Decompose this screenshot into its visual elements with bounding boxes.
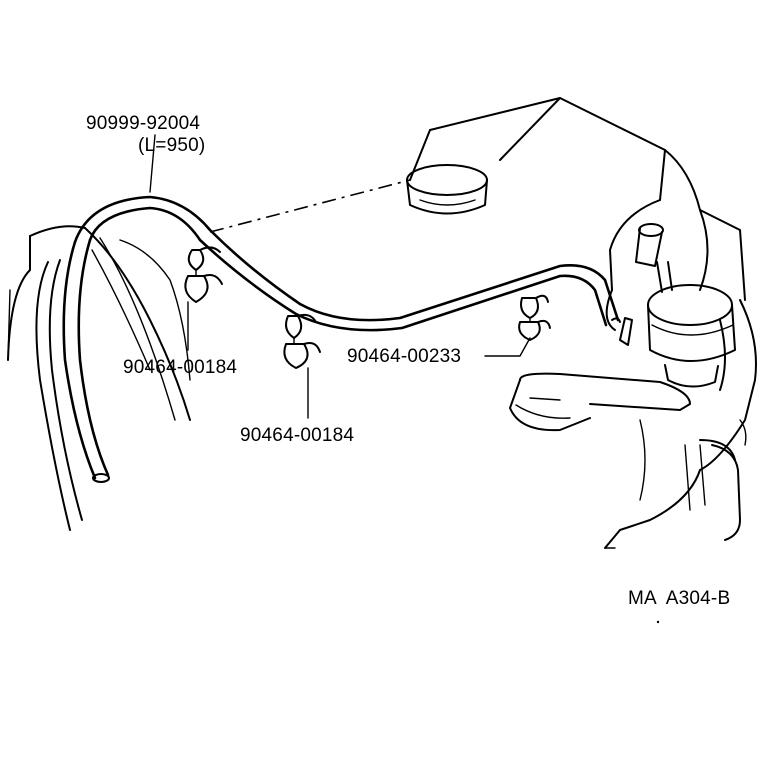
hose-part-number-label: 90999-92004 — [86, 113, 201, 134]
stray-mark — [656, 620, 660, 624]
fender-outline — [7, 225, 191, 531]
hose-clamp-left-drawing — [184, 246, 223, 303]
hose-clamp-right-drawing — [518, 294, 551, 341]
hose-length-label: (L=950) — [138, 135, 206, 156]
clamp-right-part-number-label: 90464-00233 — [347, 346, 462, 367]
vacuum-hose — [62, 195, 621, 483]
figure-code-label: MA A304-B — [628, 588, 731, 609]
egr-valve — [509, 223, 736, 432]
oil-filler-cap — [406, 164, 488, 215]
hose-clamp-center-drawing — [283, 313, 321, 369]
leader-lines — [149, 134, 531, 419]
clamp-left-part-number-label: 90464-00184 — [123, 357, 238, 378]
clamp-center-part-number-label: 90464-00184 — [240, 425, 355, 446]
